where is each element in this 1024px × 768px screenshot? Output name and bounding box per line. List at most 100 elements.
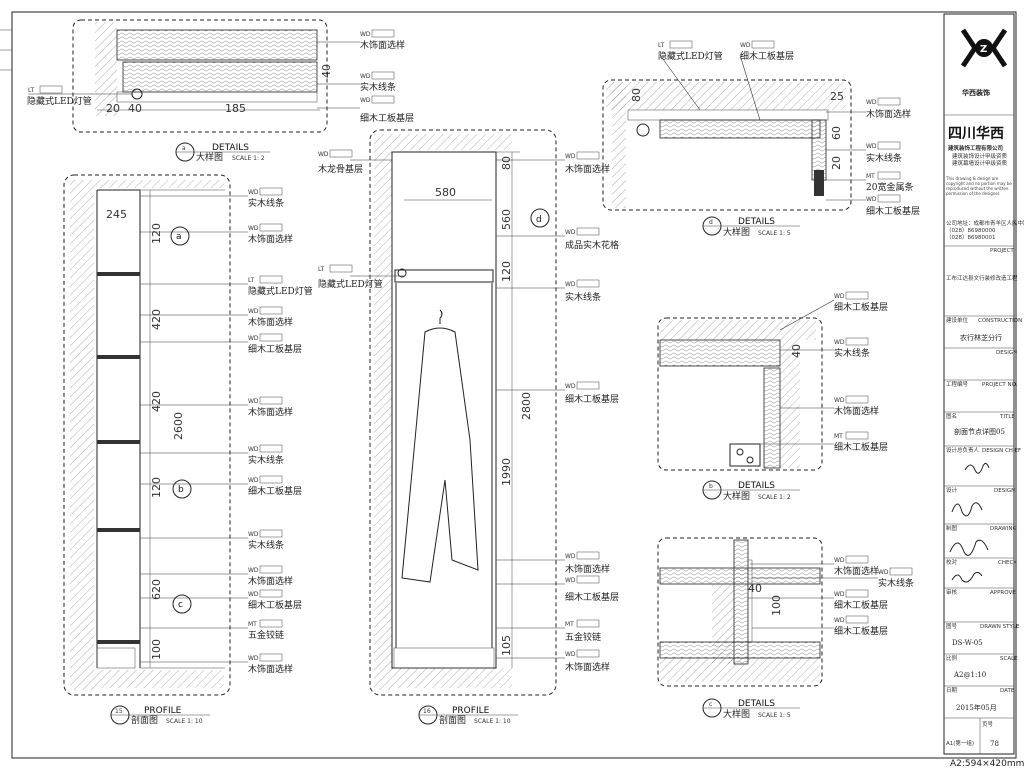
svg-text:细木工板基层: 细木工板基层: [248, 343, 302, 355]
svg-text:b: b: [709, 483, 713, 490]
svg-text:审核: 审核: [946, 588, 958, 596]
svg-text:420: 420: [150, 391, 163, 412]
svg-text:WD: WD: [565, 651, 576, 658]
svg-text:WD: WD: [248, 567, 259, 574]
svg-text:实木线条: 实木线条: [248, 539, 284, 551]
svg-text:WD: WD: [318, 151, 329, 158]
client-name: 农行林芝分行: [960, 333, 1002, 342]
svg-text:WD: WD: [565, 553, 576, 560]
svg-text:WD: WD: [360, 31, 371, 38]
svg-text:15: 15: [115, 708, 123, 715]
svg-text:木饰面选样: 木饰面选样: [248, 663, 293, 675]
svg-text:WD: WD: [248, 531, 259, 538]
drawing-date: 2015年05月: [956, 703, 997, 712]
svg-text:WD: WD: [878, 569, 889, 576]
company-logo-icon: Z: [960, 28, 1008, 68]
dim-p15-2600: 2600: [172, 412, 185, 440]
svg-text:WD: WD: [565, 281, 576, 288]
svg-text:2800: 2800: [520, 392, 533, 420]
title-block: Z 华西装饰 四川华西 建筑装饰工程有限公司 建筑装饰设计甲级资质 建筑幕墙设计…: [943, 13, 1024, 755]
svg-text:Z: Z: [980, 44, 987, 55]
svg-text:WD: WD: [565, 577, 576, 584]
svg-text:木龙骨基层: 木龙骨基层: [318, 163, 363, 175]
svg-text:WD: WD: [834, 557, 845, 564]
svg-text:建设单位: 建设单位: [946, 316, 969, 324]
svg-text:WD: WD: [248, 189, 259, 196]
svg-text:PROFILE: PROFILE: [452, 706, 490, 716]
svg-text:细木工板基层: 细木工板基层: [834, 599, 888, 611]
svg-text:实木线条: 实木线条: [866, 152, 902, 164]
svg-text:木饰面选样: 木饰面选样: [565, 563, 610, 575]
detail-a-letter: a: [182, 145, 186, 152]
svg-text:WD: WD: [360, 73, 371, 80]
svg-text:a: a: [176, 232, 182, 242]
svg-text:建筑装饰设计甲级资质: 建筑装饰设计甲级资质: [952, 152, 1008, 160]
svg-text:WD: WD: [834, 339, 845, 346]
svg-text:木饰面选样: 木饰面选样: [360, 39, 405, 51]
svg-text:隐藏式LED灯管: 隐藏式LED灯管: [318, 278, 383, 290]
svg-text:MT: MT: [248, 621, 257, 628]
d-label-strip: WD 实木线条: [866, 141, 902, 164]
svg-text:25: 25: [830, 90, 844, 103]
drawing-number: DS-W-05: [952, 639, 983, 647]
svg-text:WD: WD: [866, 196, 877, 203]
svg-text:LT: LT: [318, 266, 325, 273]
svg-text:A1(第一组): A1(第一组): [946, 739, 974, 747]
svg-text:成品实木花格: 成品实木花格: [565, 239, 619, 251]
svg-text:比例: 比例: [946, 654, 958, 662]
signature-check: [951, 571, 983, 583]
svg-text:细木工板基层: 细木工板基层: [248, 485, 302, 497]
svg-text:120: 120: [500, 261, 513, 282]
svg-text:WD: WD: [248, 591, 259, 598]
profile-15: 245 2600 420 420 120 120 620 100 a b c W…: [63, 174, 313, 726]
svg-text:120: 120: [150, 223, 163, 244]
svg-text:d: d: [709, 219, 713, 226]
svg-text:SCALE 1: 5: SCALE 1: 5: [758, 712, 791, 719]
svg-text:实木线条: 实木线条: [248, 197, 284, 209]
svg-text:SCALE: SCALE: [1000, 656, 1018, 662]
p16-label-5: WD 木饰面选样: [565, 551, 610, 575]
svg-text:40: 40: [748, 582, 762, 595]
svg-text:设计总负责人: 设计总负责人: [946, 446, 980, 454]
svg-text:（028）86980000: （028）86980000: [946, 227, 996, 234]
svg-text:建筑幕墙设计甲级资质: 建筑幕墙设计甲级资质: [952, 159, 1008, 167]
svg-text:实木线条: 实木线条: [834, 347, 870, 359]
svg-text:DRAWING: DRAWING: [990, 526, 1017, 532]
svg-text:大样图: 大样图: [723, 490, 750, 502]
svg-text:剖面图: 剖面图: [131, 714, 158, 726]
label-a-led: LT 隐藏式LED灯管: [27, 85, 133, 107]
svg-text:细木工板基层: 细木工板基层: [248, 599, 302, 611]
svg-text:大样图: 大样图: [196, 151, 223, 163]
svg-text:木饰面选样: 木饰面选样: [248, 406, 293, 418]
svg-text:木饰面选样: 木饰面选样: [834, 405, 879, 417]
svg-text:校对: 校对: [946, 558, 958, 566]
p16-label-rail: WD 木龙骨基层: [318, 149, 363, 175]
svg-text:MT: MT: [866, 173, 875, 180]
svg-text:木饰面选样: 木饰面选样: [248, 233, 293, 245]
svg-text:CHECK: CHECK: [998, 560, 1017, 566]
svg-text:100: 100: [770, 595, 783, 616]
svg-text:PROJECT: PROJECT: [990, 248, 1014, 254]
svg-text:大样图: 大样图: [723, 708, 750, 720]
drawing-scale: A2@1:10: [953, 671, 986, 679]
svg-text:420: 420: [150, 309, 163, 330]
svg-text:WD: WD: [866, 143, 877, 150]
svg-text:细木工板基层: 细木工板基层: [565, 591, 619, 603]
